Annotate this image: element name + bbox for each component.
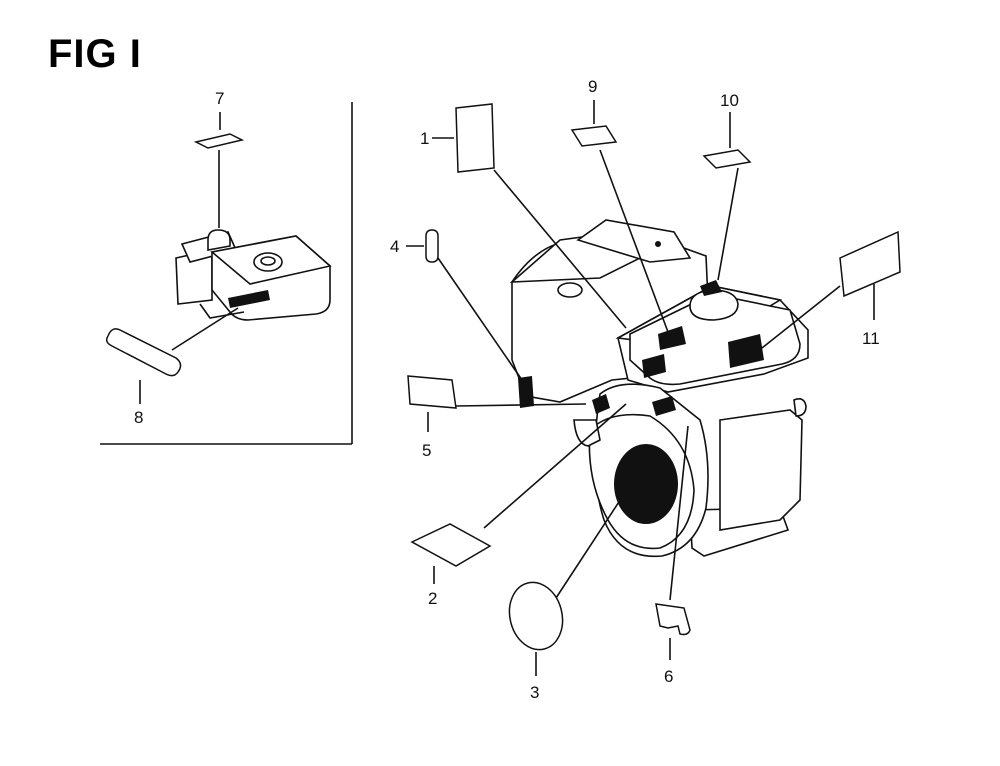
callout-9: 9 xyxy=(588,77,597,96)
inset-frame xyxy=(100,102,353,445)
label-3-shape xyxy=(508,581,564,651)
callout-1: 1 xyxy=(420,129,429,148)
label-6-shape xyxy=(655,603,691,636)
figure-title: FIG I xyxy=(48,32,142,76)
label-5-shape xyxy=(407,375,457,409)
callout-3: 3 xyxy=(530,683,539,702)
callout-6: 6 xyxy=(664,667,673,686)
label-7-shape xyxy=(193,133,245,149)
label-1-shape xyxy=(455,103,495,173)
callout-10: 10 xyxy=(720,91,739,110)
callout-8: 8 xyxy=(134,408,143,427)
callout-5: 5 xyxy=(422,441,431,460)
label-4-shape xyxy=(425,229,439,263)
callout-11: 11 xyxy=(862,329,880,348)
engine-assembly xyxy=(509,219,809,558)
callout-4: 4 xyxy=(390,237,399,256)
callout-2: 2 xyxy=(428,589,437,608)
label-8-shape xyxy=(105,328,182,377)
label-10-shape xyxy=(702,149,752,169)
label-9-shape xyxy=(570,125,618,147)
inset-fuel-tank xyxy=(175,229,332,321)
label-11-shape xyxy=(839,230,901,298)
callout-7: 7 xyxy=(215,89,224,108)
label-2-shape xyxy=(410,523,492,567)
